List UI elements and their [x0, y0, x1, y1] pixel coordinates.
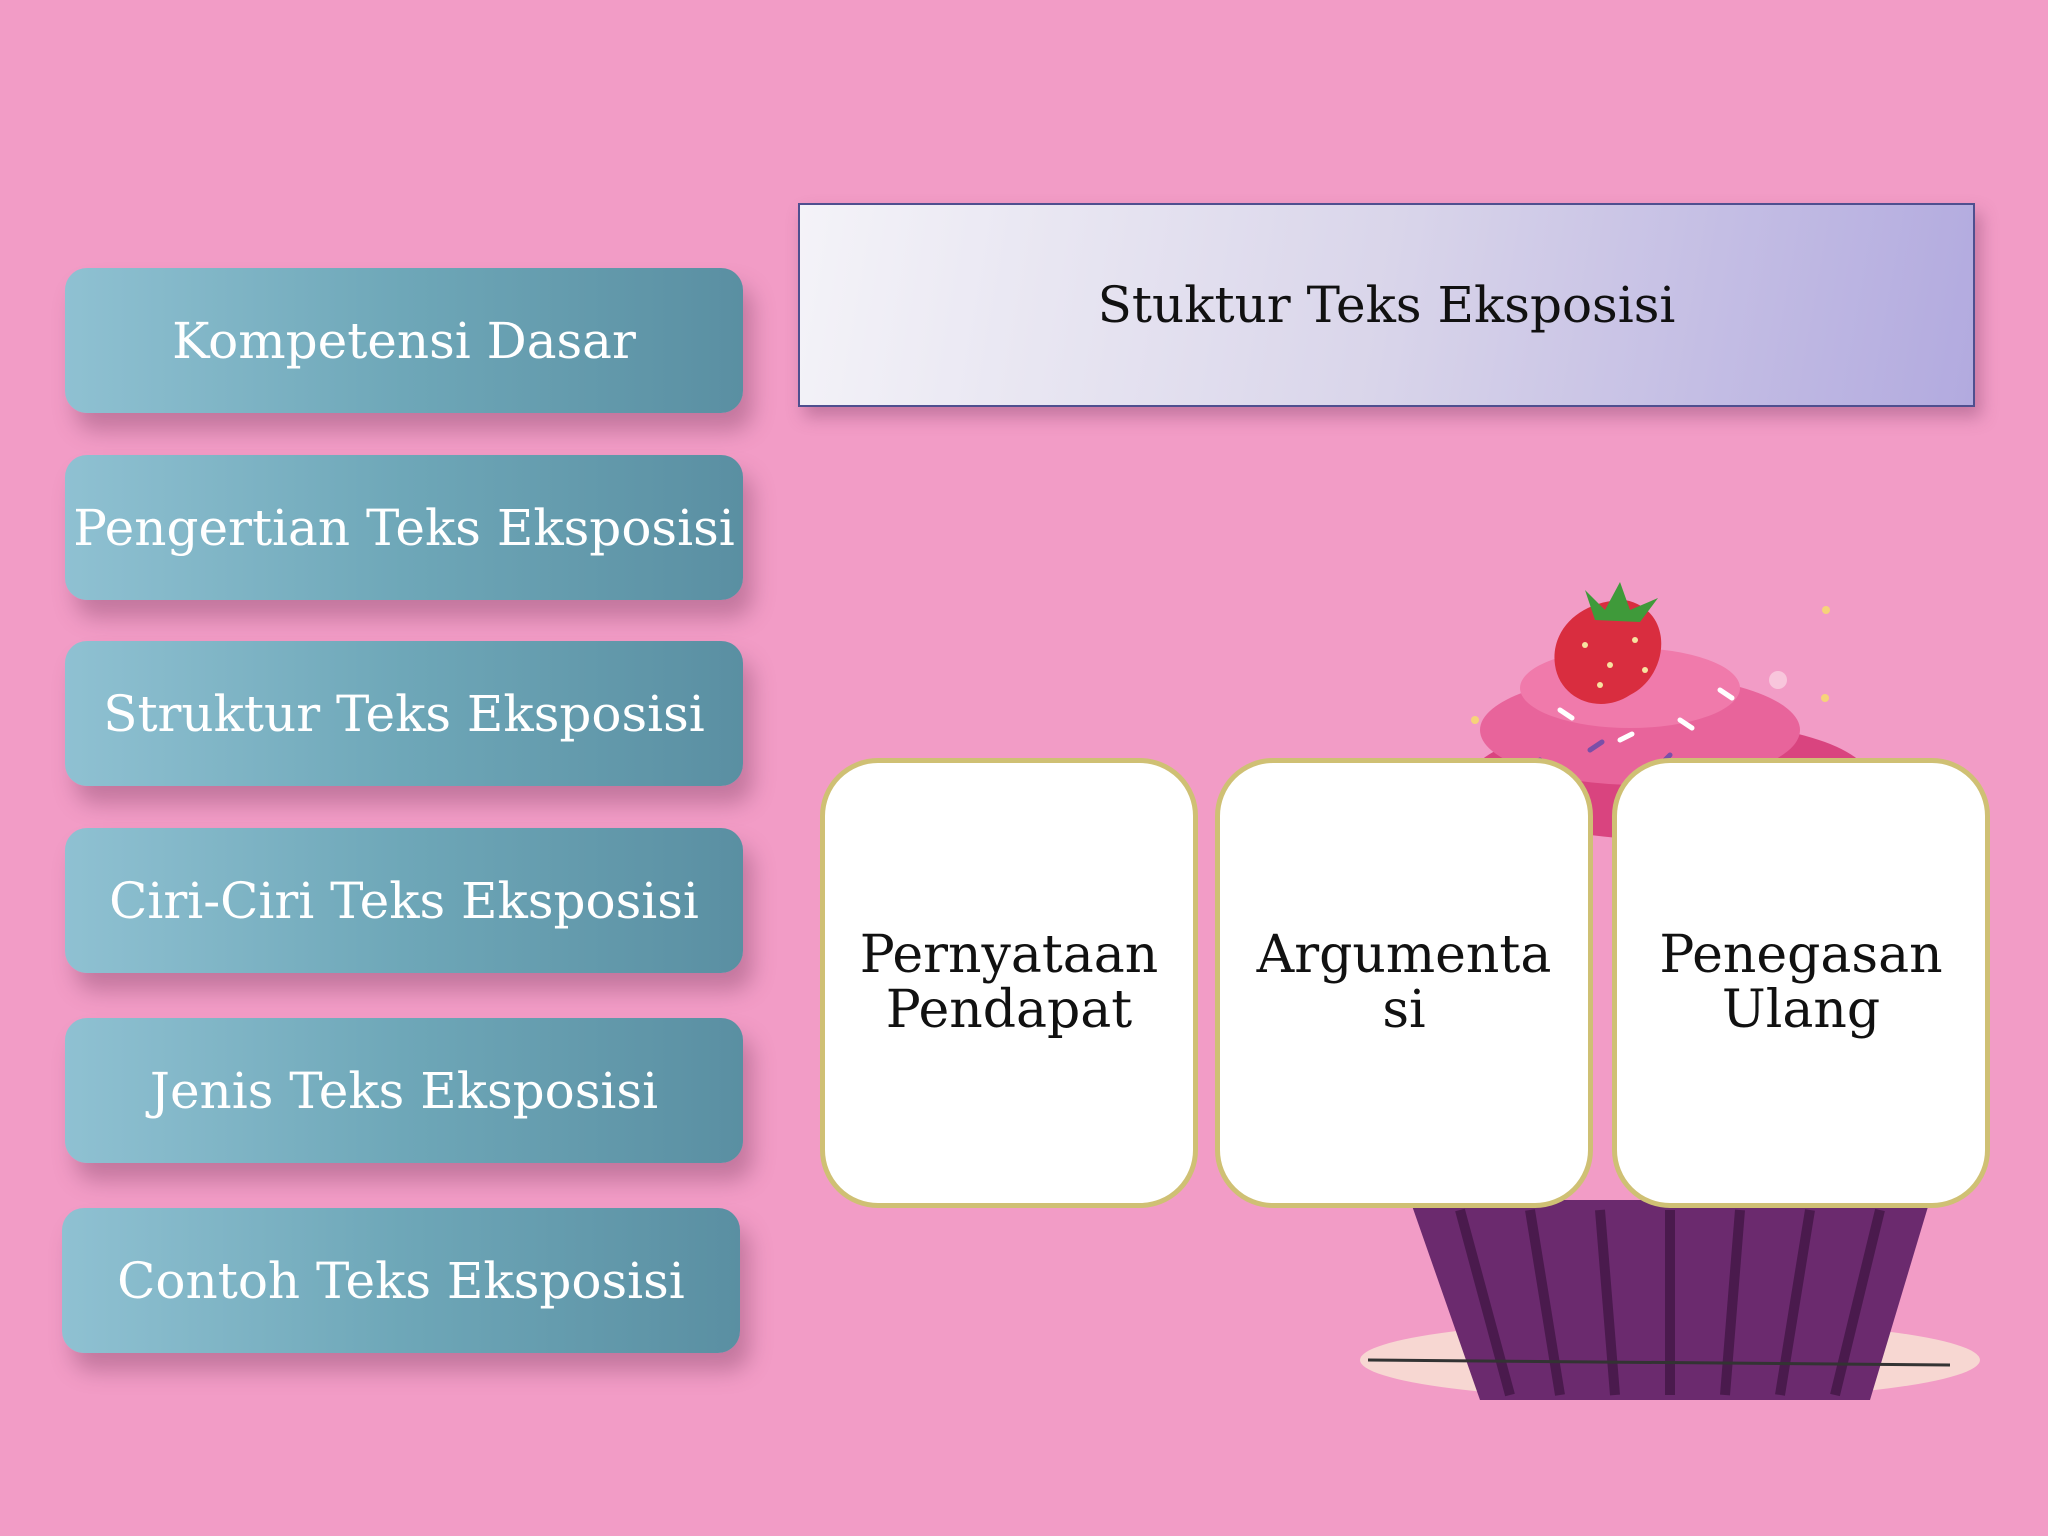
nav-button-struktur[interactable]: Struktur Teks Eksposisi — [65, 641, 743, 786]
page-title: Stuktur Teks Eksposisi — [798, 203, 1975, 407]
nav-button-ciri-ciri[interactable]: Ciri-Ciri Teks Eksposisi — [65, 828, 743, 973]
nav-button-kompetensi-dasar[interactable]: Kompetensi Dasar — [65, 268, 743, 413]
card-pernyataan-pendapat[interactable]: Pernyataan Pendapat — [820, 758, 1198, 1208]
card-argumentasi[interactable]: Argumentasi — [1215, 758, 1593, 1208]
card-penegasan-ulang[interactable]: Penegasan Ulang — [1612, 758, 1990, 1208]
card-label: Argumentasi — [1256, 925, 1552, 1040]
nav-button-pengertian[interactable]: Pengertian Teks Eksposisi — [65, 455, 743, 600]
card-label: Pernyataan Pendapat — [859, 925, 1159, 1040]
nav-button-jenis[interactable]: Jenis Teks Eksposisi — [65, 1018, 743, 1163]
card-label: Penegasan Ulang — [1659, 925, 1943, 1040]
page-title-text: Stuktur Teks Eksposisi — [1097, 276, 1676, 334]
nav-button-contoh[interactable]: Contoh Teks Eksposisi — [62, 1208, 740, 1353]
